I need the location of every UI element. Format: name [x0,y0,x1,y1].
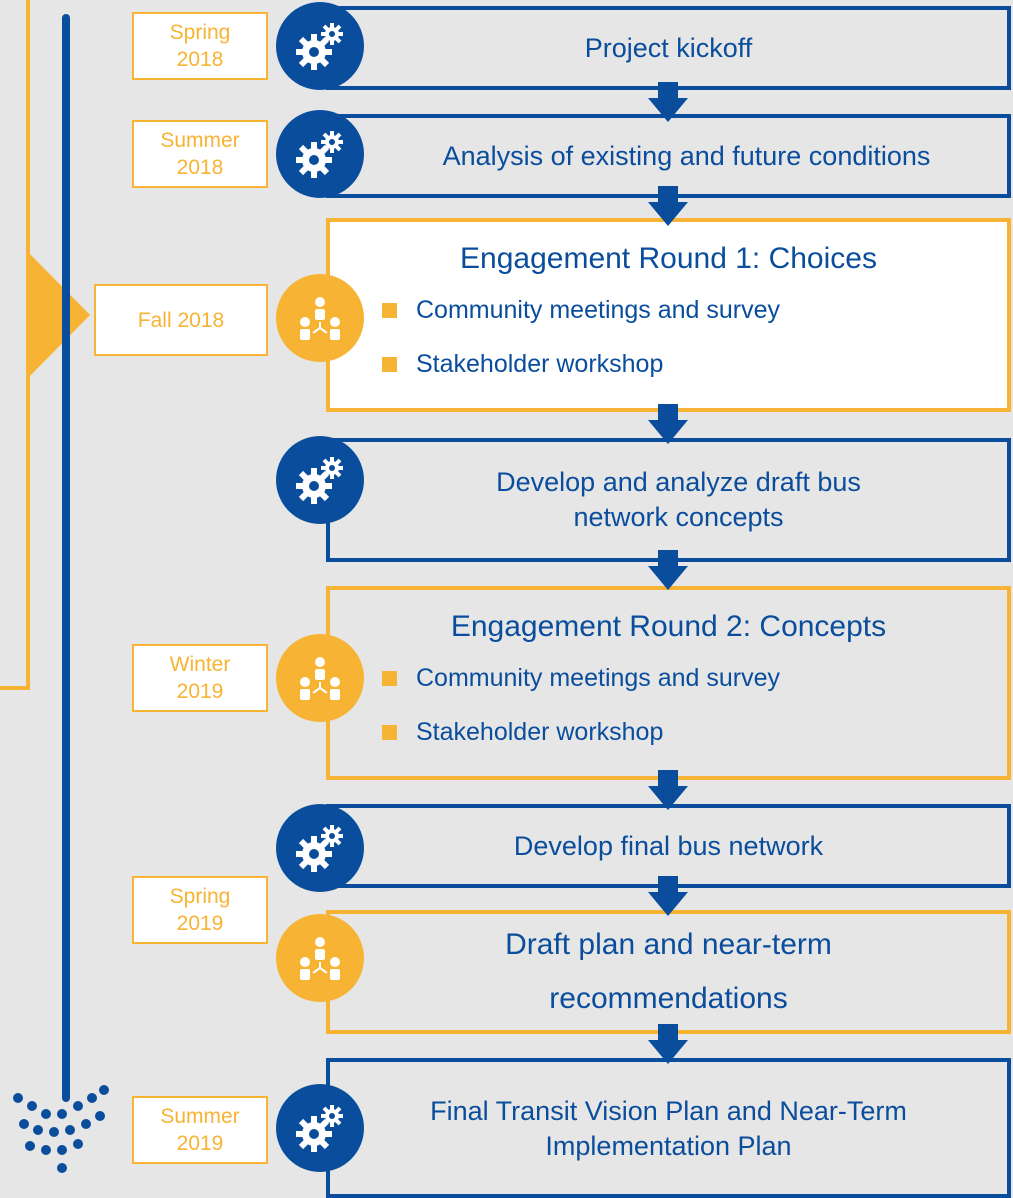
list-item: Stakeholder workshop [382,718,1007,746]
down-arrow-icon [648,876,688,916]
people-network-icon [276,914,364,1002]
timeline-end-dots [13,1085,109,1173]
list-item: Stakeholder workshop [382,350,1007,378]
gears-icon [276,2,364,90]
gears-icon [276,436,364,524]
gears-icon [276,804,364,892]
list-item: Community meetings and survey [382,296,1007,324]
people-network-icon [276,634,364,722]
down-arrow-icon [648,550,688,590]
engagement-round-2-bullets: Community meetings and survey Stakeholde… [330,664,1007,746]
down-arrow-icon [648,1024,688,1064]
people-network-icon [276,274,364,362]
engagement-round-1-title: Engagement Round 1: Choices [460,242,877,275]
date-label-summer-2018: Summer 2018 [132,120,268,188]
date-label-winter-2019: Winter 2019 [132,644,268,712]
down-arrow-icon [648,186,688,226]
date-label-summer-2019: Summer 2019 [132,1096,268,1164]
gears-icon [276,1084,364,1172]
step-draft-plan: Draft plan and near-term recommendations [326,910,1011,1034]
fall-pointer-triangle [26,250,90,380]
step-engagement-round-2: Engagement Round 2: Concepts Community m… [326,586,1011,780]
down-arrow-icon [648,770,688,810]
step-final-plan: Final Transit Vision Plan and Near-Term … [326,1058,1011,1198]
engagement-round-2-title: Engagement Round 2: Concepts [450,610,887,643]
date-label-spring-2019: Spring 2019 [132,876,268,944]
step-draft-concepts: Develop and analyze draft bus network co… [326,438,1011,562]
step-engagement-round-1: Engagement Round 1: Choices Community me… [326,218,1011,412]
gears-icon [276,110,364,198]
engagement-round-1-bullets: Community meetings and survey Stakeholde… [330,296,1007,378]
step-project-kickoff: Project kickoff [326,6,1011,90]
date-label-spring-2018: Spring 2018 [132,12,268,80]
down-arrow-icon [648,82,688,122]
date-label-fall-2018: Fall 2018 [94,284,268,356]
down-arrow-icon [648,404,688,444]
list-item: Community meetings and survey [382,664,1007,692]
timeline-line [62,14,70,1102]
